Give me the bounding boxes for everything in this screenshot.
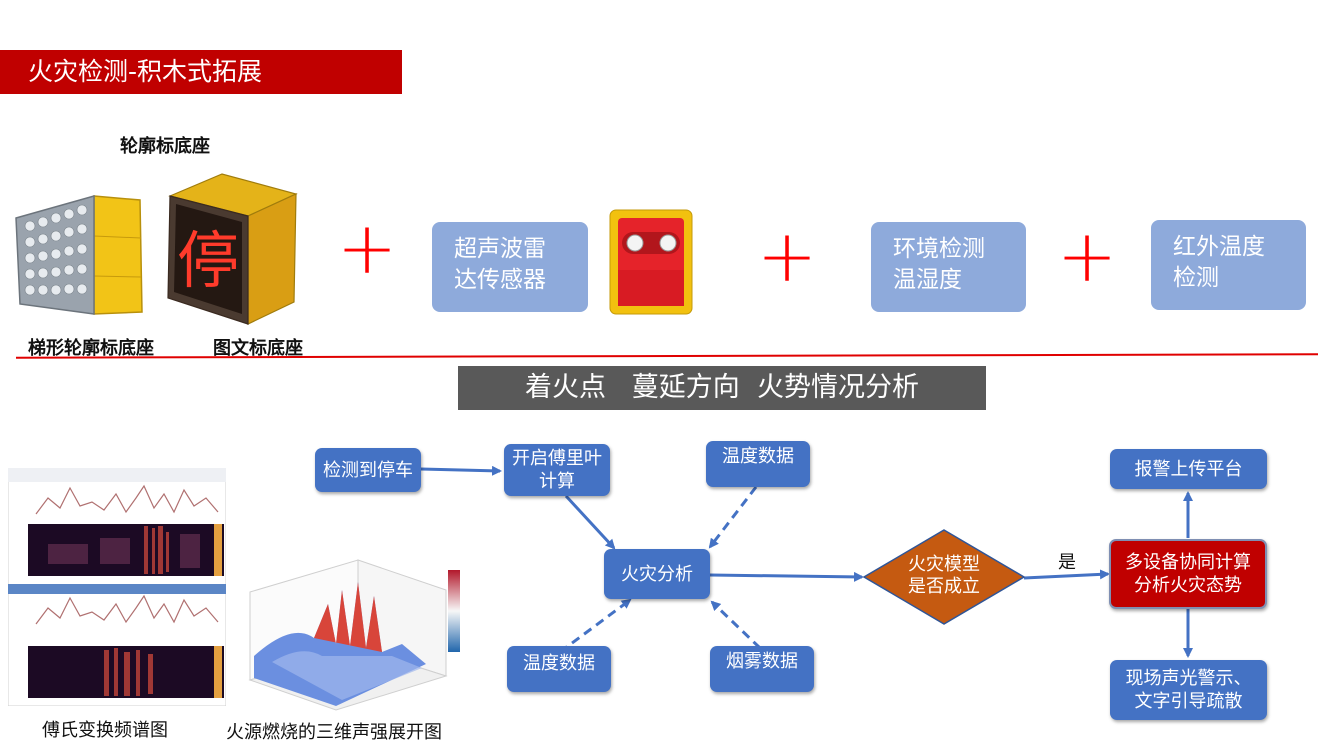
trapezoid-base-label: 梯形轮廓标底座 — [28, 338, 154, 359]
alarm-line-1: 现场声光警示、 — [1125, 668, 1252, 689]
contour-base-label: 轮廓标底座 — [120, 136, 210, 157]
led-sign-glyph: 停 — [177, 224, 239, 297]
ultrasonic-line-2: 达传感器 — [454, 267, 546, 293]
environment-line-1: 环境检测 — [893, 236, 985, 262]
alarm-line-2: 文字引导疏散 — [1134, 691, 1243, 712]
ultrasonic-radar-device-image — [609, 209, 693, 315]
ultrasonic-line-1: 超声波雷 — [454, 236, 546, 262]
section-title-banner: 火灾检测-积木式拓展 — [0, 50, 402, 94]
detect-parking-box: 检测到停车 — [315, 448, 421, 492]
sound-intensity-surface-figure — [248, 559, 460, 711]
surface-caption: 火源燃烧的三维声强展开图 — [226, 722, 442, 743]
report-platform-box: 报警上传平台 — [1110, 449, 1267, 489]
decision-line-1: 火灾模型 — [908, 554, 980, 575]
arrow-temp-top-to-analysis — [708, 486, 758, 549]
led-sign-base-image: 停 — [167, 173, 298, 325]
temperature-data-top-box: 温度数据 — [706, 441, 810, 487]
arrow-temp-bottom-to-analysis — [559, 598, 632, 654]
fourier-line-2: 计算 — [539, 471, 575, 492]
yes-label: 是 — [1058, 552, 1076, 573]
arrow-fourier-to-analysis — [564, 494, 616, 550]
multi-device-line-1: 多设备协同计算 — [1125, 552, 1251, 573]
fire-analysis-box: 火灾分析 — [604, 549, 710, 599]
multi-device-line-2: 分析火灾态势 — [1134, 575, 1242, 596]
decision-diamond — [862, 529, 1026, 625]
infrared-sensor-box: 红外温度 检测 — [1151, 220, 1306, 310]
infrared-line-1: 红外温度 — [1173, 234, 1265, 260]
sign-base-label: 图文标底座 — [213, 338, 303, 359]
environment-line-2: 温湿度 — [893, 267, 962, 293]
fourier-compute-box: 开启傅里叶 计算 — [504, 444, 610, 496]
infrared-line-2: 检测 — [1173, 265, 1219, 291]
arrow-decision-to-multidevice — [1023, 569, 1110, 580]
environment-sensor-box: 环境检测 温湿度 — [871, 222, 1026, 312]
smoke-data-box: 烟雾数据 — [710, 646, 814, 692]
arrow-detect-to-fourier — [420, 465, 502, 476]
decision-text: 火灾模型 是否成立 — [882, 554, 1006, 598]
fourier-spectrum-figure — [8, 468, 226, 706]
spectrum-caption: 傅氏变换频谱图 — [42, 720, 168, 741]
plus-icon: + — [336, 206, 398, 290]
arrow-analysis-to-decision — [709, 571, 864, 582]
multi-device-compute-box: 多设备协同计算 分析火灾态势 — [1109, 539, 1267, 609]
fourier-line-1: 开启傅里叶 — [512, 448, 602, 469]
decision-line-2: 是否成立 — [908, 576, 980, 597]
analysis-banner: 着火点 蔓延方向 火势情况分析 — [458, 366, 986, 410]
temperature-data-bottom-box: 温度数据 — [507, 646, 611, 692]
arrow-smoke-to-analysis — [710, 600, 762, 650]
onsite-alarm-box: 现场声光警示、 文字引导疏散 — [1110, 660, 1267, 720]
plus-icon: + — [1056, 214, 1118, 298]
plus-icon: + — [756, 214, 818, 298]
trapezoid-contour-base-image — [15, 195, 143, 315]
ultrasonic-sensor-box: 超声波雷 达传感器 — [432, 222, 588, 312]
